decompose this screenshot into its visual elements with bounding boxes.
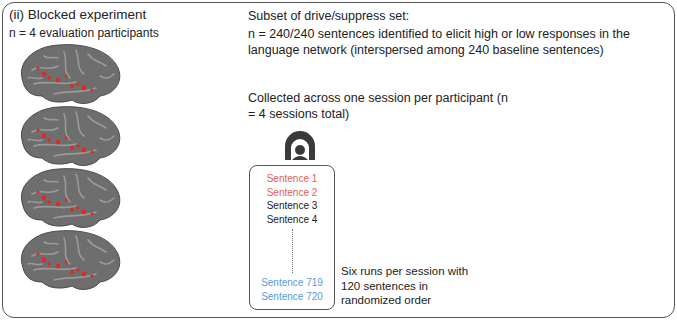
scanner-icon bbox=[285, 131, 315, 160]
dotted-continuation-line bbox=[292, 229, 293, 273]
sentence-label: Sentence 3 bbox=[267, 199, 318, 213]
brain-surface bbox=[21, 169, 119, 228]
participant-count: n = 4 evaluation participants bbox=[9, 26, 159, 40]
run-note: Six runs per session with 120 sentences … bbox=[341, 264, 473, 308]
sentence-label: Sentence 4 bbox=[267, 213, 318, 227]
brain-surface bbox=[21, 231, 119, 290]
session-note: Collected across one session per partici… bbox=[248, 90, 510, 122]
brain-surface bbox=[21, 45, 119, 104]
sentence-label: Sentence 720 bbox=[261, 290, 323, 304]
sentence-label: Sentence 1 bbox=[267, 172, 318, 186]
sentence-label: Sentence 2 bbox=[267, 186, 318, 200]
panel-heading: (ii) Blocked experiment bbox=[9, 7, 146, 22]
set-heading: Subset of drive/suppress set: bbox=[248, 8, 668, 24]
brain-surface bbox=[21, 107, 119, 166]
set-description: n = 240/240 sentences identified to elic… bbox=[248, 26, 668, 58]
sentence-label: Sentence 719 bbox=[261, 276, 323, 290]
sentence-list-box: Sentence 1Sentence 2Sentence 3Sentence 4… bbox=[249, 165, 335, 310]
